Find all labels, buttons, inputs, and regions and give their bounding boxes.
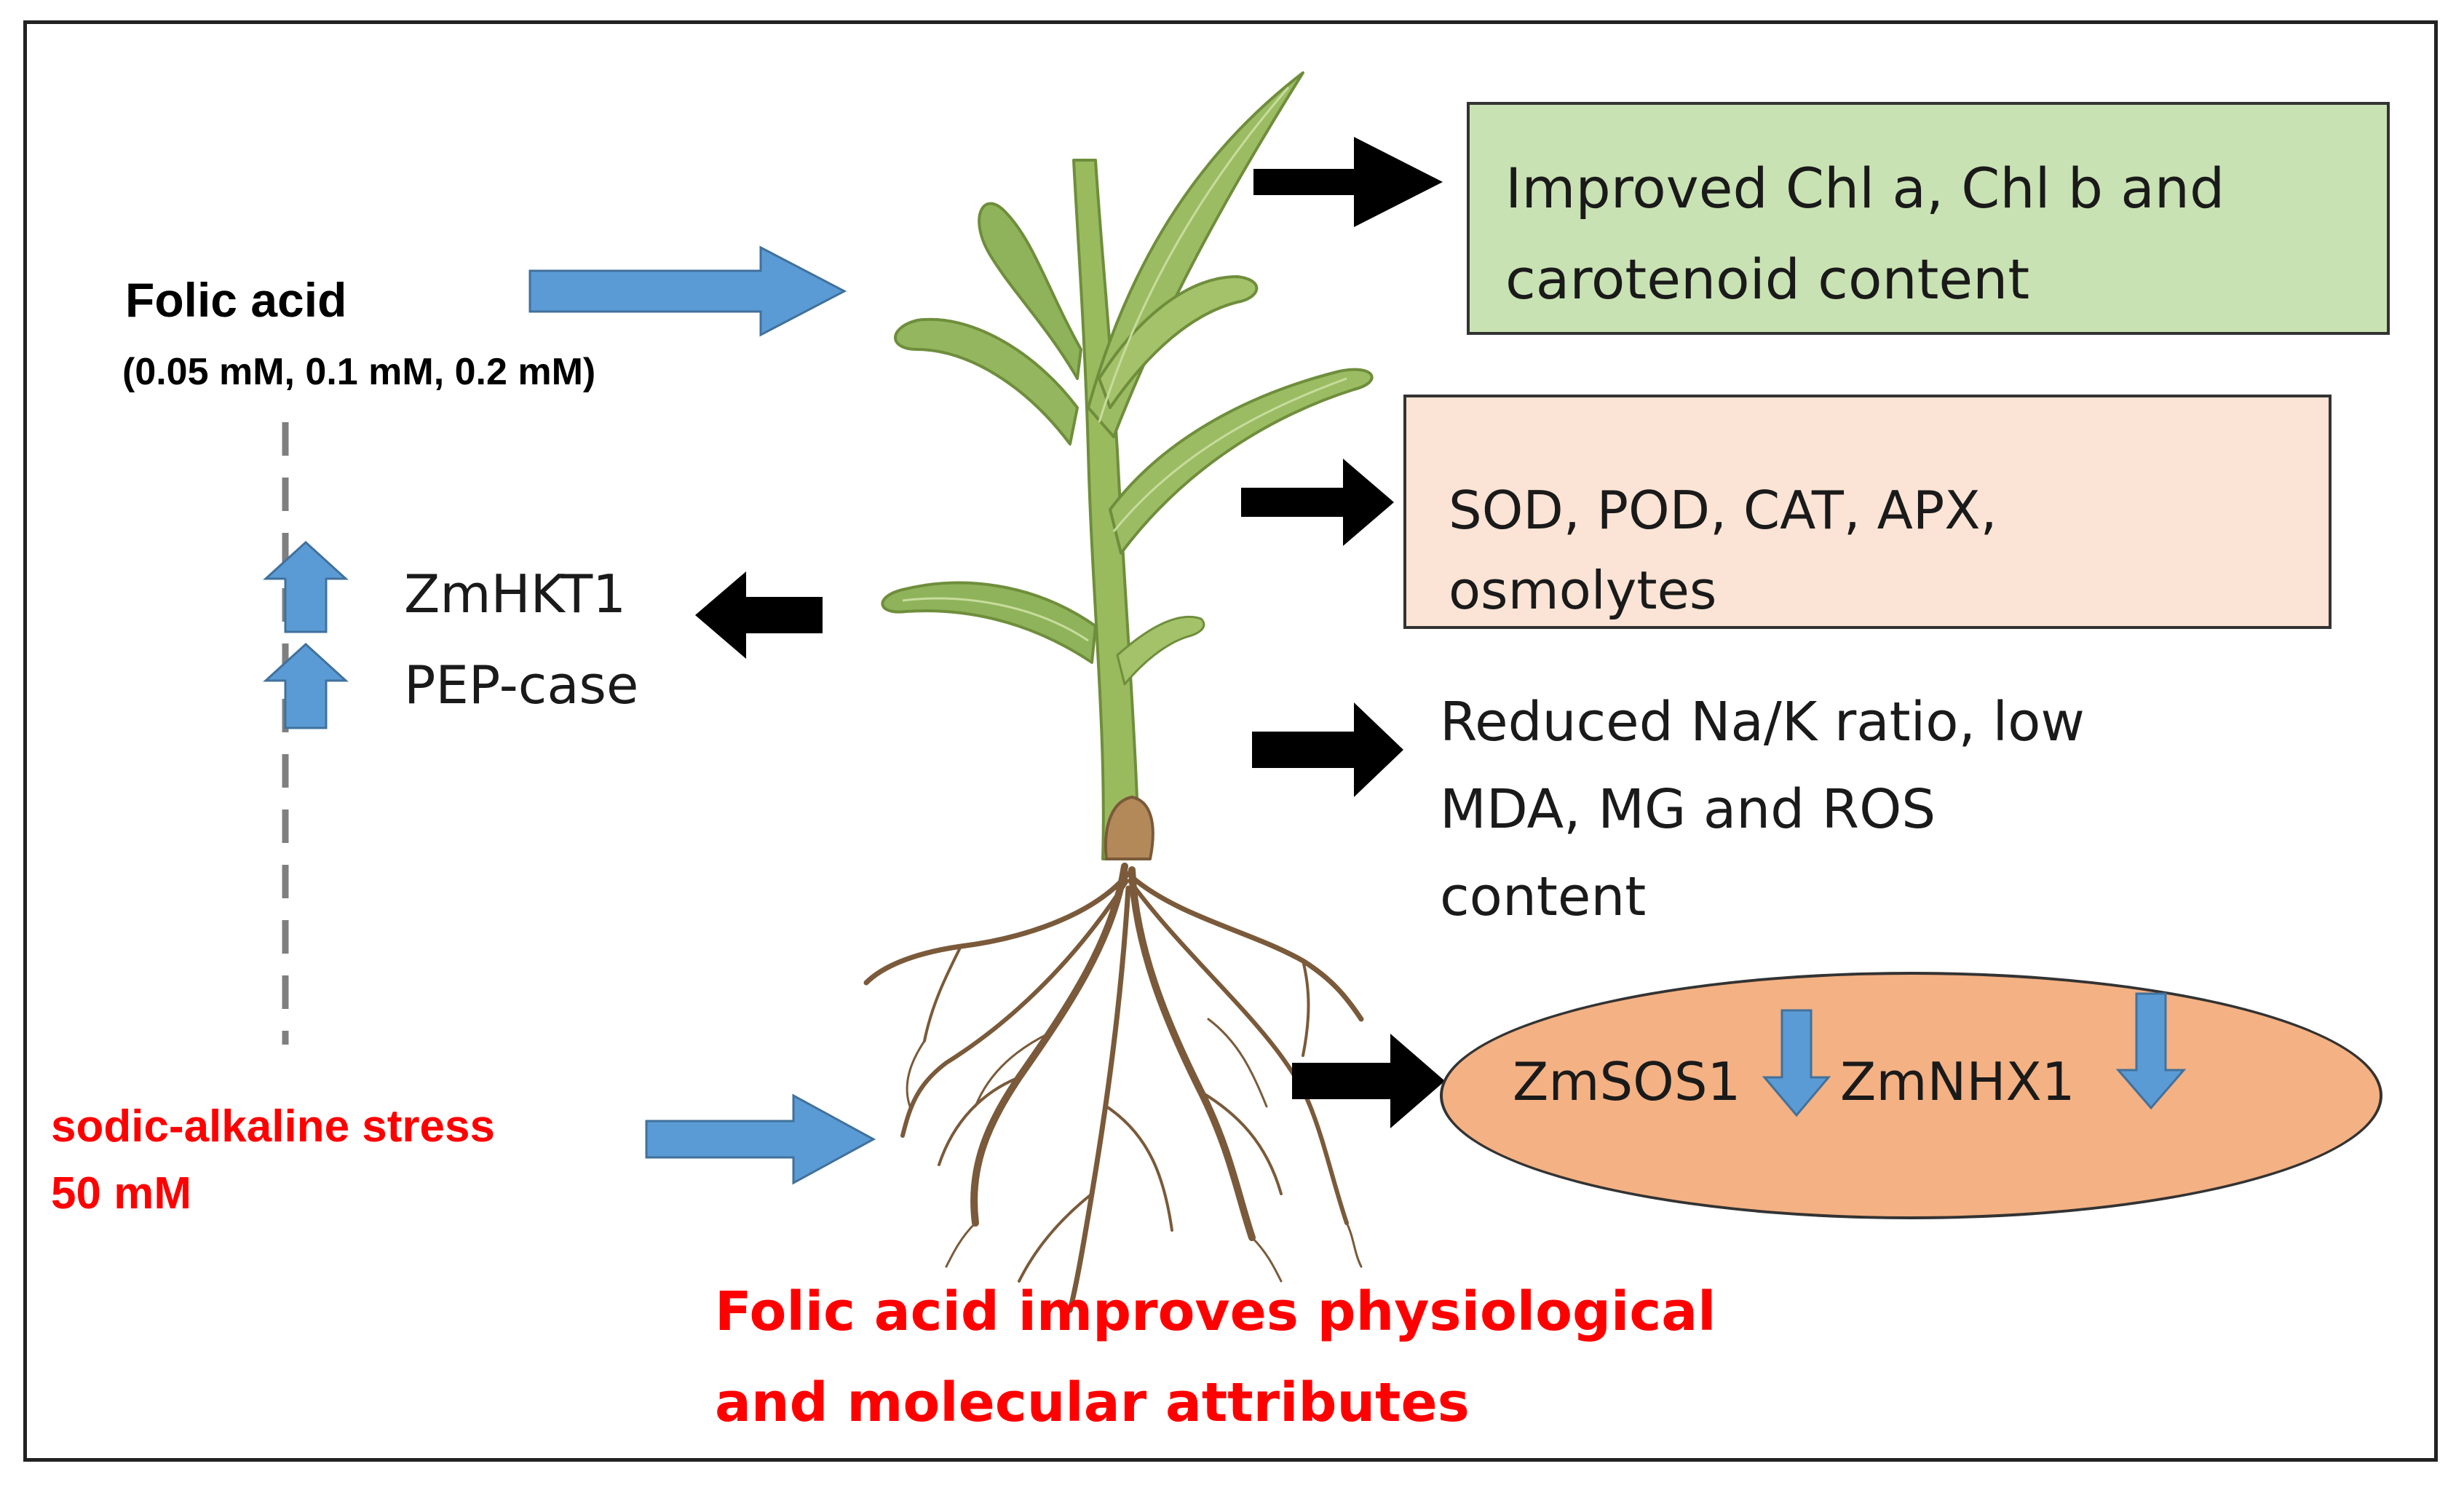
enzyme-box — [1403, 395, 2332, 629]
up-arrow-icon — [263, 540, 349, 633]
folic-acid-doses: (0.05 mM, 0.1 mM, 0.2 mM) — [122, 351, 596, 393]
transporter-ellipse — [1440, 972, 2382, 1219]
gene-pep-case: PEP-case — [404, 654, 639, 716]
conclusion-line2: and molecular attributes — [715, 1371, 1470, 1434]
ions-line1: Reduced Na/K ratio, low — [1440, 691, 2085, 753]
pigments-line1: Improved Chl a, Chl b and — [1505, 156, 2225, 221]
pigment-box — [1467, 102, 2390, 335]
up-arrow-icon — [263, 642, 349, 729]
blue-arrow-stress — [645, 1093, 876, 1185]
blue-arrow-folic-acid — [528, 245, 847, 337]
black-arrow-to-ions — [1252, 702, 1403, 797]
pigments-line2: carotenoid content — [1505, 247, 2030, 312]
black-arrow-to-pigments — [1253, 137, 1443, 227]
folic-acid-title: Folic acid — [125, 273, 347, 327]
ions-line2: MDA, MG and ROS — [1440, 778, 1936, 841]
gene-zmsos1: ZmSOS1 — [1513, 1051, 1741, 1112]
black-arrow-to-enzymes — [1241, 459, 1394, 546]
enzymes-line1: SOD, POD, CAT, APX, — [1449, 480, 1997, 541]
conclusion-line1: Folic acid improves physiological — [715, 1280, 1716, 1343]
stress-label-line1: sodic-alkaline stress — [51, 1101, 495, 1152]
gene-zmhkt1: ZmHKT1 — [404, 563, 627, 625]
gene-zmnhx1: ZmNHX1 — [1840, 1051, 2075, 1112]
maize-plant-icon — [881, 71, 1374, 860]
ions-line3: content — [1440, 866, 1647, 928]
root-system-icon — [863, 863, 1364, 1313]
black-arrow-to-genes-left — [695, 571, 823, 659]
stress-label-line2: 50 mM — [51, 1168, 191, 1219]
enzymes-line2: osmolytes — [1449, 560, 1717, 621]
black-arrow-to-transporters — [1292, 1034, 1445, 1128]
